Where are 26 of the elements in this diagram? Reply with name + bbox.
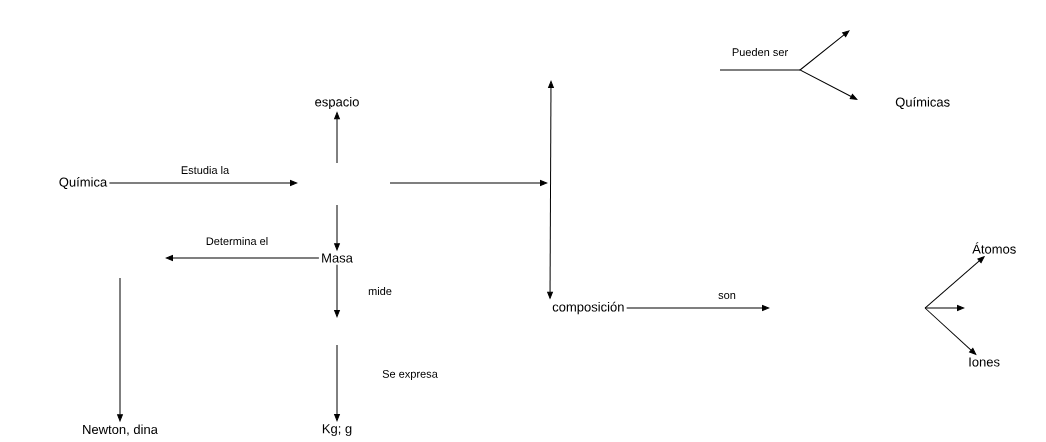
arrow [547,80,554,299]
concept-text: Newton, dina [83,424,158,436]
concept-text: Iones [969,357,1000,367]
edge-label: Estudia la [179,164,231,176]
arrow [626,305,770,311]
edge-label: son [717,292,737,300]
edge-label: Determina el [204,235,270,247]
arrow [924,307,977,355]
concept-text: Química [59,177,108,189]
arrow [334,344,340,422]
concept-text: Masa [322,253,353,263]
concept-text: Átomos [972,242,1016,254]
arrow [165,255,320,261]
arrow [108,180,298,186]
edge-label: Se expresa [381,369,439,381]
concept-text: Químicas [895,97,950,109]
arrow [334,112,340,164]
edge-label: mide [367,285,393,297]
arrow [924,256,985,309]
label: Pueden ser [732,47,788,57]
concept-text: espacio [315,96,359,110]
arrow [117,277,123,422]
concept-text: composición [552,301,624,315]
concept-text: Kg; g [322,424,352,436]
arrow [334,204,340,251]
arrow [334,264,340,318]
